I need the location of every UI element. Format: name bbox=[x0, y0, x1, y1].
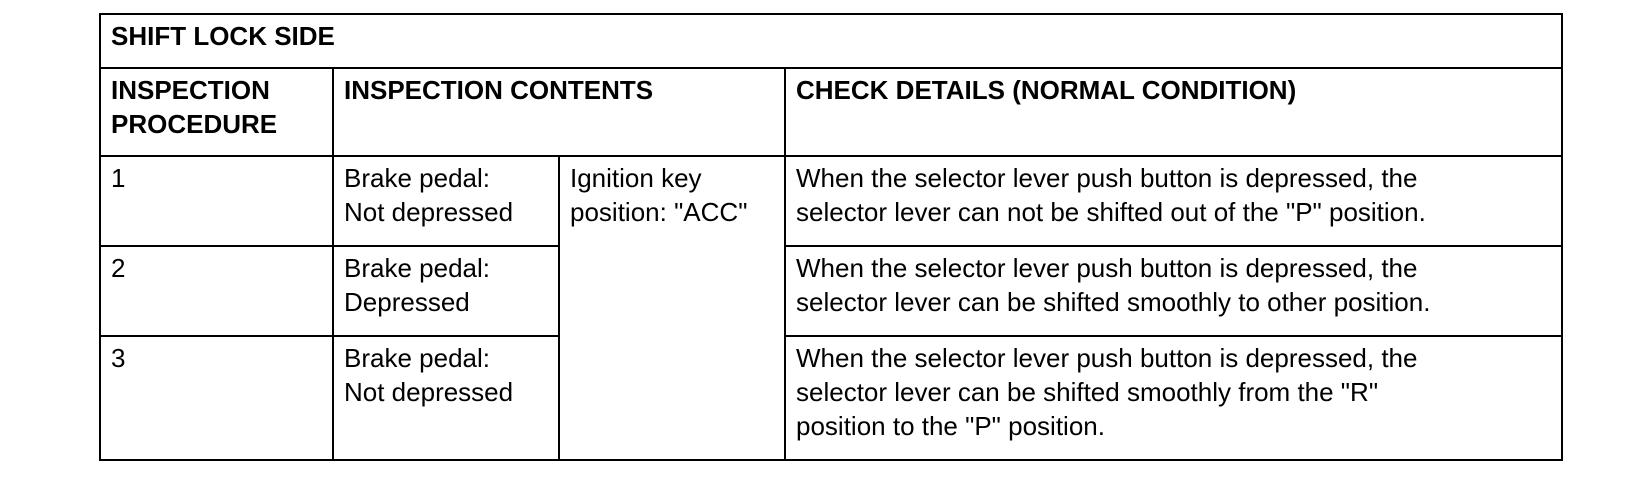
details-line-1: When the selector lever push button is d… bbox=[796, 343, 1418, 373]
table-title: SHIFT LOCK SIDE bbox=[111, 21, 335, 51]
ignition-line-2: position: "ACC" bbox=[570, 197, 748, 227]
header-details-text: CHECK DETAILS (NORMAL CONDITION) bbox=[796, 75, 1297, 105]
brake-line-2: Depressed bbox=[344, 287, 470, 317]
brake-line-2: Not depressed bbox=[344, 377, 514, 407]
details-cell: When the selector lever push button is d… bbox=[783, 245, 1564, 337]
details-line-2: selector lever can be shifted smoothly f… bbox=[796, 377, 1379, 407]
table-row: 3 Brake pedal: Not depressed When the se… bbox=[99, 335, 1564, 461]
header-procedure-line-2: PROCEDURE bbox=[111, 109, 278, 139]
brake-line-1: Brake pedal: bbox=[344, 253, 490, 283]
header-details: CHECK DETAILS (NORMAL CONDITION) bbox=[783, 67, 1564, 157]
brake-cell: Brake pedal: Not depressed bbox=[332, 155, 560, 247]
brake-line-1: Brake pedal: bbox=[344, 163, 490, 193]
details-line-1: When the selector lever push button is d… bbox=[796, 163, 1418, 193]
header-contents: INSPECTION CONTENTS bbox=[332, 67, 786, 157]
table-row: 1 Brake pedal: Not depressed Ignition ke… bbox=[99, 155, 1564, 461]
brake-line-1: Brake pedal: bbox=[344, 343, 490, 373]
details-line-2: selector lever can not be shifted out of… bbox=[796, 197, 1426, 227]
header-contents-text: INSPECTION CONTENTS bbox=[344, 75, 654, 105]
brake-cell: Brake pedal: Depressed bbox=[332, 245, 560, 337]
ignition-cell: Ignition key position: "ACC" bbox=[558, 155, 786, 461]
table-title-cell: SHIFT LOCK SIDE bbox=[98, 13, 1564, 69]
details-line-1: When the selector lever push button is d… bbox=[796, 253, 1418, 283]
ignition-line-1: Ignition key bbox=[570, 163, 702, 193]
brake-cell: Brake pedal: Not depressed bbox=[332, 335, 560, 461]
details-cell: When the selector lever push button is d… bbox=[783, 155, 1564, 247]
details-line-2: selector lever can be shifted smoothly t… bbox=[796, 287, 1431, 317]
table-row: 2 Brake pedal: Depressed When the select… bbox=[99, 245, 1564, 337]
header-procedure-line-1: INSPECTION bbox=[111, 75, 270, 105]
brake-line-2: Not depressed bbox=[344, 197, 514, 227]
procedure-cell: 1 bbox=[99, 155, 334, 247]
procedure-number: 1 bbox=[111, 163, 126, 193]
procedure-number: 3 bbox=[111, 343, 126, 373]
procedure-number: 2 bbox=[111, 253, 126, 283]
details-line-3: position to the "P" position. bbox=[796, 411, 1105, 441]
header-procedure: INSPECTION PROCEDURE bbox=[99, 67, 334, 157]
procedure-cell: 3 bbox=[99, 335, 334, 461]
procedure-cell: 2 bbox=[99, 245, 334, 337]
details-cell: When the selector lever push button is d… bbox=[783, 335, 1564, 461]
shift-lock-inspection-table: SHIFT LOCK SIDE INSPECTION PROCEDURE INS… bbox=[98, 13, 1564, 461]
